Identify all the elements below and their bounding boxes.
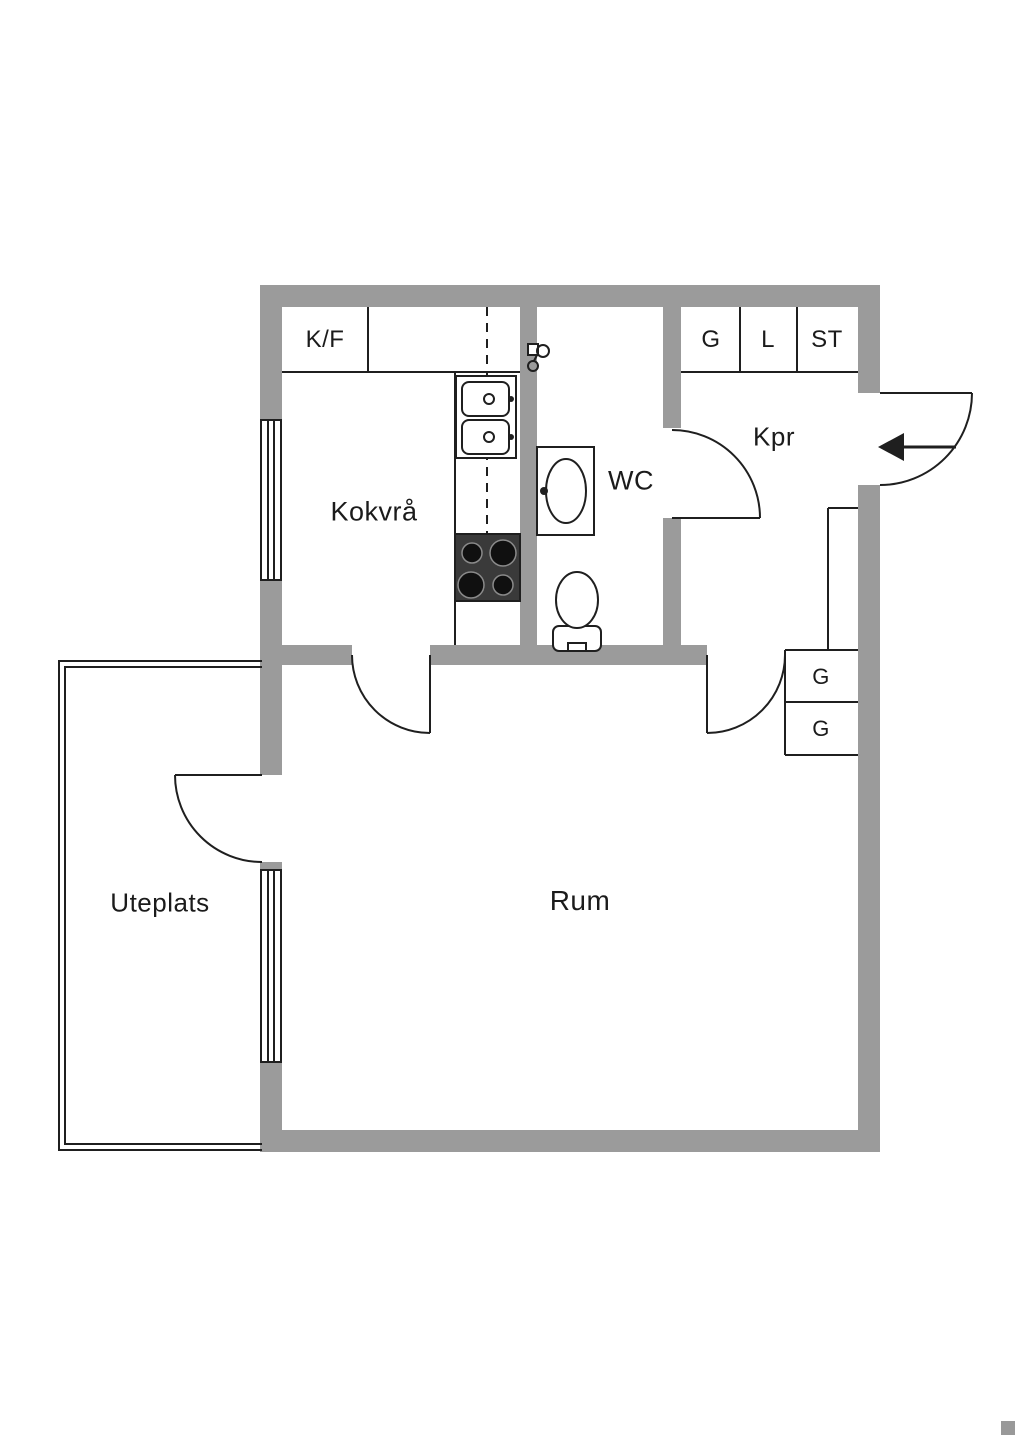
wc-tap-icon <box>527 343 550 372</box>
duct-shaft <box>827 507 858 650</box>
closet-double-g <box>784 649 858 756</box>
door-uteplats <box>174 774 263 863</box>
closets <box>681 307 858 756</box>
watermark-square <box>1001 1421 1015 1435</box>
kitchen-sink-icon <box>455 375 517 459</box>
room-label-uteplats: Uteplats <box>110 887 210 918</box>
wall-bottom <box>260 1130 880 1152</box>
kitchen-fixtures <box>282 307 521 645</box>
patio-outline <box>58 660 262 1151</box>
wall-left-middle <box>260 580 282 775</box>
room-label-rum: Rum <box>549 885 611 916</box>
room-label-wc: WC <box>608 465 654 496</box>
label-closet-st-top: ST <box>811 326 843 353</box>
door-entrance <box>879 392 973 486</box>
wall-right-lower <box>858 485 880 1152</box>
wall-wc-kpr-lower <box>663 518 681 665</box>
window-lower-icon <box>260 869 282 1063</box>
door-kokvra-rum <box>351 654 431 734</box>
wc-fixtures <box>527 343 602 652</box>
label-closet-g1: G <box>812 664 830 689</box>
wall-kitchen-wc <box>520 307 537 665</box>
label-closet-g-top: G <box>701 326 721 353</box>
door-kpr-rum <box>706 654 786 734</box>
wall-left-stub <box>260 862 282 872</box>
wall-horizontal-left <box>282 645 352 665</box>
label-fridge-freezer: K/F <box>305 326 345 353</box>
interior-walls <box>282 307 707 665</box>
window-upper-icon <box>260 419 282 581</box>
windows <box>260 419 282 1063</box>
label-closet-g2: G <box>812 716 830 741</box>
entrance-arrow-icon <box>878 433 956 461</box>
closet-row-top <box>681 307 858 373</box>
room-label-kokvra: Kokvrå <box>330 496 418 527</box>
wall-wc-kpr-upper <box>663 307 681 428</box>
stove-icon <box>454 533 521 602</box>
exterior-walls <box>260 285 880 1152</box>
wall-top <box>260 285 880 307</box>
wash-basin-icon <box>536 446 595 536</box>
label-closet-l-top: L <box>761 326 775 353</box>
door-wc <box>671 429 761 519</box>
wall-left-lower <box>260 1062 282 1152</box>
toilet-icon <box>552 571 602 652</box>
wall-horizontal-center <box>430 645 707 665</box>
doors <box>174 392 973 863</box>
wall-left-upper <box>260 285 282 420</box>
wall-right-upper <box>858 285 880 393</box>
room-label-kpr: Kpr <box>753 421 795 452</box>
